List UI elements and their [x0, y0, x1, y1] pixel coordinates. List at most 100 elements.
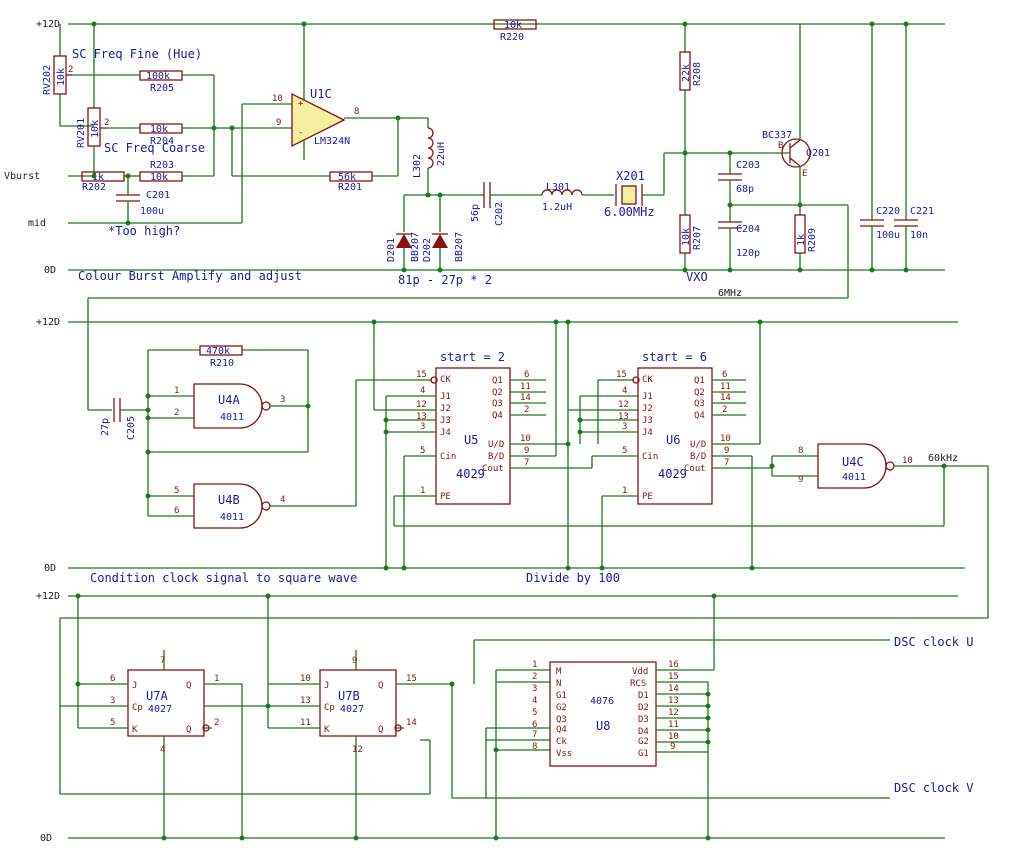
r208-value: 22k	[681, 64, 692, 82]
svg-text:4: 4	[160, 745, 165, 755]
svg-text:Q: Q	[378, 725, 383, 735]
u8-pin-g1r: G1	[638, 749, 649, 759]
q201-value: BC337	[762, 130, 792, 141]
u4b-value: 4011	[220, 512, 244, 523]
svg-text:6: 6	[532, 720, 537, 730]
u8-pin-g2r: G2	[638, 737, 649, 747]
input-label-vburst: Vburst	[4, 171, 40, 182]
svg-text:7: 7	[524, 458, 529, 468]
svg-text:13: 13	[416, 412, 427, 422]
svg-text:4: 4	[622, 386, 627, 396]
svg-text:6: 6	[722, 370, 727, 380]
l302-inductor	[398, 117, 434, 195]
c202-ref: C202	[494, 202, 505, 226]
svg-text:3: 3	[532, 684, 537, 694]
svg-text:11: 11	[720, 382, 731, 392]
svg-text:11: 11	[520, 382, 531, 392]
u8-value: 4076	[590, 696, 614, 707]
condition-label: Condition clock signal to square wave	[90, 571, 357, 585]
u8-pin-q3: Q3	[556, 715, 567, 725]
svg-text:J: J	[132, 681, 137, 691]
r204-ref: R204	[150, 136, 174, 147]
r209-value: 1k	[796, 234, 807, 246]
u4a-value: 4011	[220, 412, 244, 423]
vxo-label: VXO	[686, 270, 708, 284]
svg-text:5: 5	[532, 708, 537, 718]
svg-text:14: 14	[520, 393, 531, 403]
l301-ref: L301	[546, 182, 570, 193]
svg-text:10: 10	[272, 94, 283, 104]
r210-value: 470k	[206, 346, 230, 357]
svg-text:14: 14	[720, 393, 731, 403]
svg-text:10: 10	[520, 434, 531, 444]
c203-capacitor	[718, 153, 742, 222]
u5-pin-q4: Q4	[492, 411, 503, 421]
svg-text:13: 13	[618, 412, 629, 422]
start2-label: start = 2	[440, 350, 505, 364]
svg-text:3: 3	[420, 422, 425, 432]
r205-value: 100k	[146, 71, 170, 82]
svg-text:12: 12	[416, 400, 427, 410]
svg-text:6: 6	[174, 506, 179, 516]
svg-text:9: 9	[724, 446, 729, 456]
r220-ref: R220	[500, 32, 524, 43]
svg-text:J: J	[324, 681, 329, 691]
rail-label-gnd-bot: 0D	[40, 833, 52, 844]
u5-pin-q3: Q3	[492, 399, 503, 409]
svg-text:3: 3	[280, 395, 285, 405]
svg-text:2: 2	[214, 718, 219, 728]
svg-text:11: 11	[668, 720, 679, 730]
svg-text:Cp: Cp	[132, 703, 143, 713]
svg-text:3: 3	[622, 422, 627, 432]
u5-pin-cin: Cin	[440, 452, 456, 462]
u8-pin-vdd: Vdd	[632, 667, 648, 677]
start6-label: start = 6	[642, 350, 707, 364]
c205-value: 27p	[100, 418, 111, 436]
r209-ref: R209	[807, 228, 818, 252]
r220-resistor	[493, 19, 537, 30]
svg-text:4: 4	[280, 495, 285, 505]
rail-label-12v-bot: +12D	[36, 591, 60, 602]
svg-text:1: 1	[214, 674, 219, 684]
c203-value: 68p	[736, 184, 754, 195]
d202-ref: D202	[422, 238, 433, 262]
r210-ref: R210	[210, 358, 234, 369]
burst-title: Colour Burst Amplify and adjust	[78, 269, 302, 283]
q201-ref: Q201	[806, 148, 830, 159]
u5-pin-j4: J4	[440, 428, 451, 438]
c204-capacitor	[718, 221, 742, 270]
svg-text:-: -	[298, 128, 303, 138]
u6-pin-q4: Q4	[694, 411, 705, 421]
u8-pin-ck: Ck	[556, 737, 567, 747]
svg-text:10: 10	[668, 732, 679, 742]
svg-text:11: 11	[300, 718, 311, 728]
r203-value: 10k	[150, 172, 168, 183]
u5-pin-j1: J1	[440, 392, 451, 402]
svg-text:2: 2	[68, 65, 73, 75]
svg-text:8: 8	[798, 446, 803, 456]
u6-pin-bd: B/D	[690, 452, 706, 462]
svg-text:15: 15	[616, 370, 627, 380]
svg-text:5: 5	[622, 446, 627, 456]
u5-counter: 15 4 12 13 3 5 1 6 11 14 2 10 9 7	[373, 322, 944, 568]
u5-pin-ck: CK	[440, 375, 451, 385]
u1c-opamp: 10 9 8 + -	[241, 24, 398, 223]
r203-ref: R203	[150, 160, 174, 171]
u6-pin-ud: U/D	[690, 440, 706, 450]
svg-text:Q: Q	[186, 681, 191, 691]
u5-pin-q1: Q1	[492, 376, 503, 386]
svg-text:E: E	[802, 169, 807, 179]
svg-text:3: 3	[110, 696, 115, 706]
svg-text:16: 16	[668, 660, 679, 670]
svg-text:9: 9	[352, 656, 357, 666]
r201-value: 56k	[338, 172, 356, 183]
svg-text:9: 9	[276, 118, 281, 128]
d202-varicap	[432, 233, 448, 270]
u6-pin-j1: J1	[642, 392, 653, 402]
rail-label-12v-top: +12D	[36, 19, 60, 30]
svg-text:9: 9	[670, 742, 675, 752]
junction-dots	[75, 21, 947, 841]
c201-ref: C201	[146, 190, 170, 201]
svg-text:13: 13	[300, 696, 311, 706]
u8-pin-q4: Q4	[556, 725, 567, 735]
